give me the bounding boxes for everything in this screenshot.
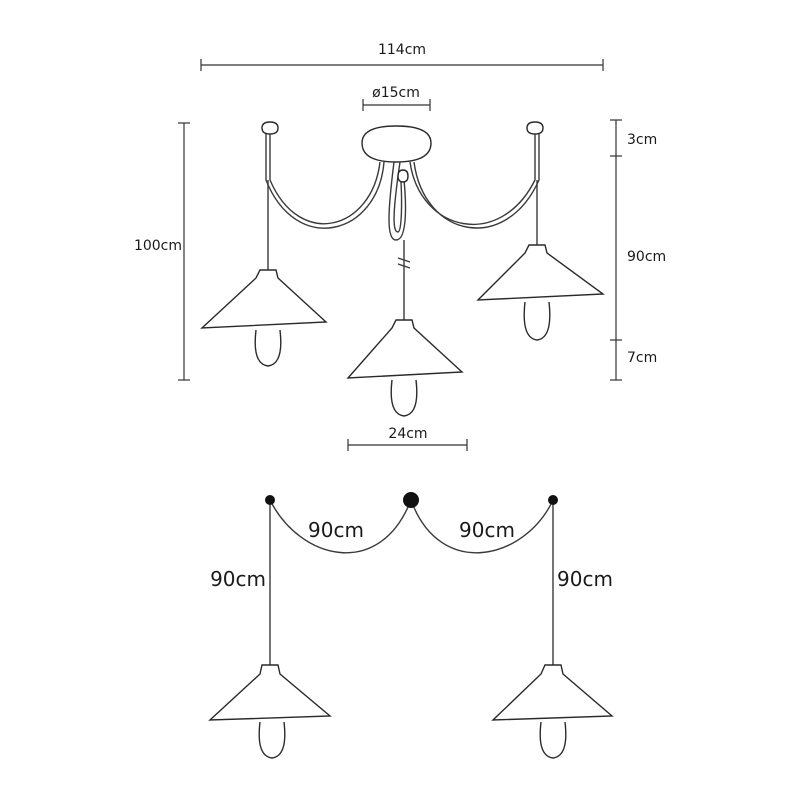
height-dimension: 100cm [134, 122, 190, 381]
bottom-cables [269, 499, 554, 665]
lamp-middle-top [346, 319, 464, 417]
shade-width-label: 24cm [388, 426, 427, 442]
bottom-view: 90cm 90cm 90cm 90cm [208, 492, 614, 759]
left-swag-label: 90cm [308, 518, 364, 542]
lamp-left-top [200, 269, 328, 367]
lamp-right-top [476, 244, 606, 341]
left-ceiling-hook [261, 121, 279, 135]
width-dimension: 114cm [200, 42, 604, 71]
lamp-right-bottom [491, 664, 614, 759]
right-hook-dot-icon [548, 495, 558, 505]
right-dimension-chain: 3cm 90cm 7cm [610, 119, 666, 381]
right-swag-label: 90cm [459, 518, 515, 542]
right-drop-label: 90cm [557, 567, 613, 591]
shade-height-label: 7cm [627, 350, 657, 366]
canopy-diameter-label: ø15cm [372, 85, 420, 101]
left-hook-dot-icon [265, 495, 275, 505]
center-canopy-dot-icon [403, 492, 419, 508]
right-ceiling-hook [526, 121, 544, 135]
height-label: 100cm [134, 238, 182, 254]
ceiling-canopy [361, 125, 432, 163]
top-view-cables [265, 134, 540, 320]
width-label: 114cm [378, 42, 426, 58]
lamp-left-bottom [208, 664, 332, 759]
left-drop-label: 90cm [210, 567, 266, 591]
top-view: 114cm ø15cm 100cm 3cm 90cm 7cm [134, 42, 666, 451]
shade-width-dimension: 24cm [347, 426, 468, 451]
canopy-diameter-dimension: ø15cm [362, 85, 431, 111]
cable-length-label: 90cm [627, 249, 666, 265]
top-gap-label: 3cm [627, 132, 657, 148]
